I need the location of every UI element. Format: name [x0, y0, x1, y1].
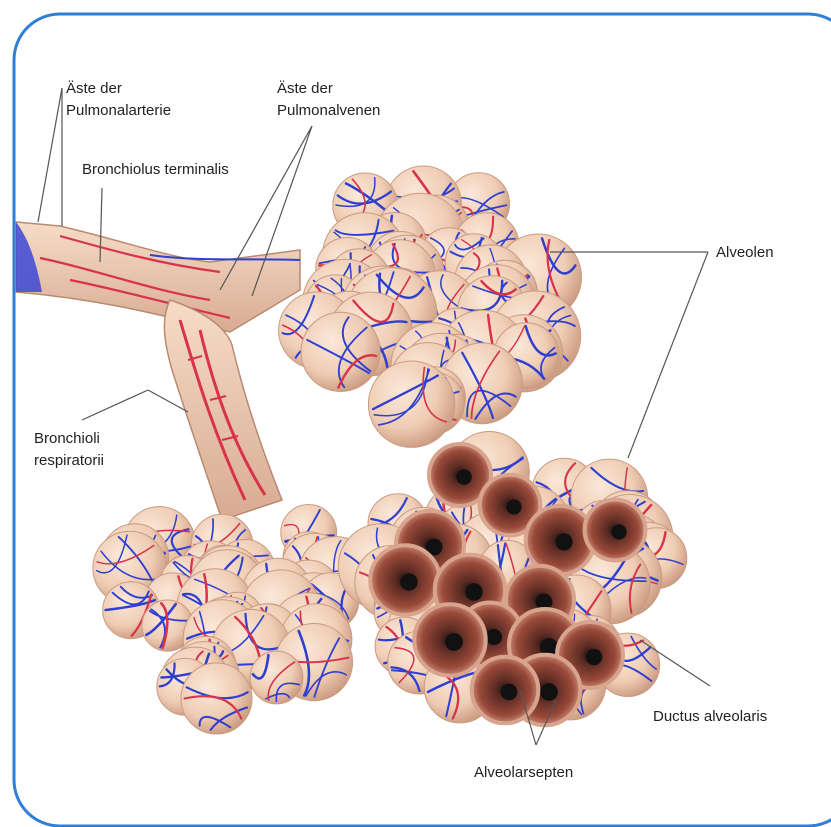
alveolar-opening: [445, 633, 463, 651]
label-bronchioli-respiratorii-line1: Bronchioli: [34, 430, 100, 447]
alveolar-opening: [540, 683, 558, 701]
label-pulmonary-artery: Äste der Pulmonalarterie: [66, 80, 171, 119]
alveolar-opening: [586, 649, 603, 666]
alveolar-opening: [465, 583, 483, 601]
alveolar-opening: [611, 524, 626, 539]
alveolar-opening: [456, 469, 472, 485]
bronchiolus-terminalis-shape: [16, 222, 300, 332]
alveolar-opening: [506, 499, 521, 514]
alveolar-opening: [501, 684, 518, 701]
alveolar-sac-left: [93, 505, 372, 734]
label-pulmonary-artery-line1: Äste der: [66, 80, 122, 97]
label-pulmonary-veins: Äste der Pulmonalvenen: [277, 80, 380, 119]
label-pulmonary-veins-line2: Pulmonalvenen: [277, 102, 380, 119]
label-bronchioli-respiratorii: Bronchioli respiratorii: [34, 430, 104, 469]
label-pulmonary-veins-line1: Äste der: [277, 80, 333, 97]
alveolar-opening: [555, 533, 572, 550]
alveolar-opening: [486, 629, 502, 645]
label-ductus-alveolaris: Ductus alveolaris: [653, 708, 767, 725]
alveolar-opening: [400, 573, 417, 590]
label-alveolen: Alveolen: [716, 244, 774, 261]
label-pulmonary-artery-line2: Pulmonalarterie: [66, 102, 171, 119]
label-bronchioli-respiratorii-line2: respiratorii: [34, 452, 104, 469]
alveolar-sac-top: [279, 166, 582, 447]
label-bronchiolus-terminalis: Bronchiolus terminalis: [82, 161, 229, 178]
bronchioli-respiratorii-shape: [164, 300, 282, 520]
label-alveolarsepten: Alveolarsepten: [474, 764, 573, 781]
